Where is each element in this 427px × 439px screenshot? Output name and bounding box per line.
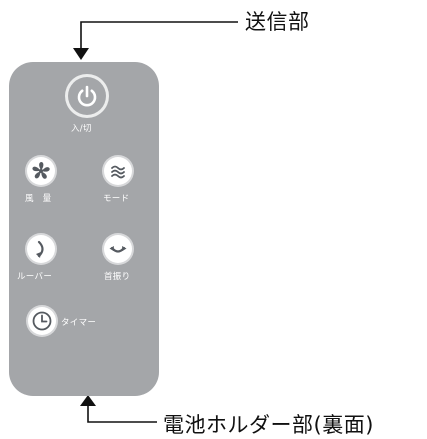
clock-icon	[32, 311, 52, 331]
fan-icon	[32, 162, 50, 179]
mode-label: モード	[103, 194, 130, 204]
remote-control: 入/切 風 量 モード	[9, 62, 159, 396]
transmitter-arrowhead	[73, 48, 89, 60]
louver-label: ルーバー	[17, 272, 53, 282]
battery-leader-line	[87, 402, 157, 423]
battery-holder-callout: 電池ホルダー部(裏面)	[163, 413, 374, 437]
oscillation-icon	[109, 246, 127, 253]
mode-button[interactable]	[104, 157, 132, 185]
power-label: 入/切	[71, 124, 92, 134]
timer-label: タイマー	[61, 318, 97, 328]
fan-speed-label: 風 量	[25, 194, 52, 204]
timer-button[interactable]	[28, 307, 56, 335]
wave-icon	[111, 165, 125, 179]
power-button[interactable]	[68, 77, 106, 115]
fan-speed-button[interactable]	[27, 157, 55, 185]
oscillation-button[interactable]	[104, 235, 132, 263]
louver-icon	[36, 240, 44, 258]
battery-arrowhead	[80, 395, 96, 406]
transmitter-leader-line	[80, 21, 238, 52]
transmitter-callout: 送信部	[245, 10, 310, 34]
louver-button[interactable]	[27, 235, 55, 263]
power-icon	[77, 85, 97, 107]
oscillation-label: 首振り	[104, 272, 131, 282]
